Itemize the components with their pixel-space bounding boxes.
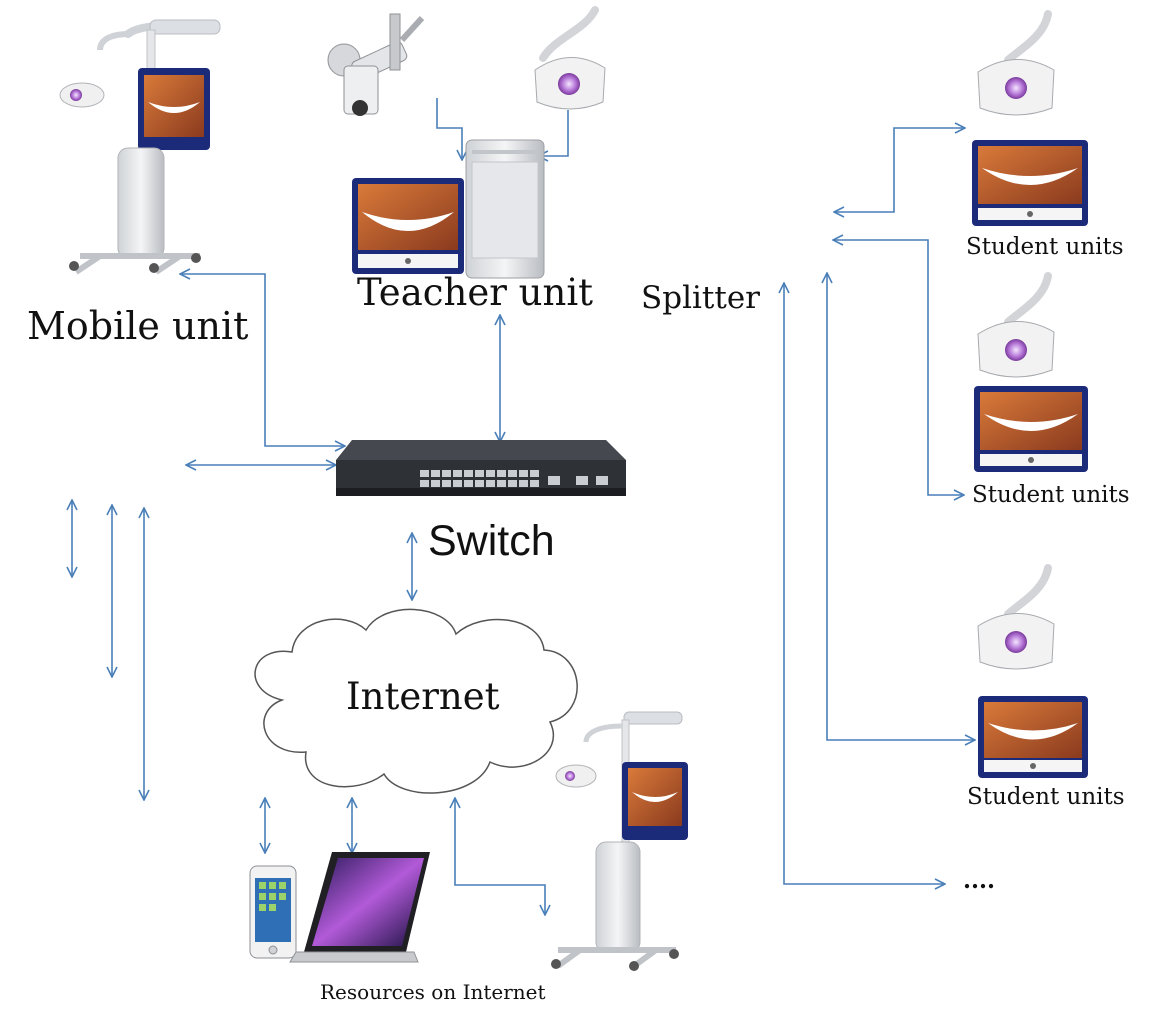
student-lamp-3-icon xyxy=(977,564,1055,670)
internet-cloud-icon xyxy=(254,608,578,794)
arrow-microscope-teacher xyxy=(436,98,462,160)
arrow-student3 xyxy=(827,273,975,740)
label-teacher-unit: Teacher unit xyxy=(357,271,594,314)
laptop-icon xyxy=(289,852,430,963)
student-lamp-2-icon xyxy=(977,272,1055,378)
label-splitter: Splitter xyxy=(641,280,760,316)
mobile-unit-cart-bottom-icon xyxy=(551,711,688,971)
teacher-computer-tower-icon xyxy=(465,139,545,279)
student-monitor-2-icon xyxy=(974,386,1088,472)
smartphone-icon xyxy=(249,865,297,959)
arrow-student1 xyxy=(834,128,965,212)
label-ellipsis: .... xyxy=(963,867,996,894)
label-internet: Internet xyxy=(346,675,500,718)
arrow-mobile-to-switch xyxy=(180,274,345,446)
operating-lamp-icon xyxy=(534,6,606,110)
label-resources-on-internet: Resources on Internet xyxy=(320,980,546,1004)
arrow-student2 xyxy=(833,240,964,495)
student-monitor-3-icon xyxy=(978,696,1088,778)
label-switch: Switch xyxy=(428,517,555,565)
label-student-units-2: Student units xyxy=(972,482,1130,508)
teacher-monitor-icon xyxy=(352,178,464,274)
label-student-units-3: Student units xyxy=(967,784,1125,810)
arrow-lamp-teacher xyxy=(538,110,569,156)
label-mobile-unit: Mobile unit xyxy=(27,304,249,348)
connection-arrows xyxy=(72,98,975,915)
arrow-splitter-bus xyxy=(784,283,945,884)
student-lamp-1-icon xyxy=(977,10,1055,116)
mobile-unit-cart-icon xyxy=(59,19,221,275)
label-student-units-1: Student units xyxy=(966,234,1124,260)
student-monitor-1-icon xyxy=(972,140,1088,226)
microscope-icon xyxy=(327,13,425,116)
arrow-internet-mobile2 xyxy=(455,798,545,915)
network-switch-icon xyxy=(336,440,626,496)
